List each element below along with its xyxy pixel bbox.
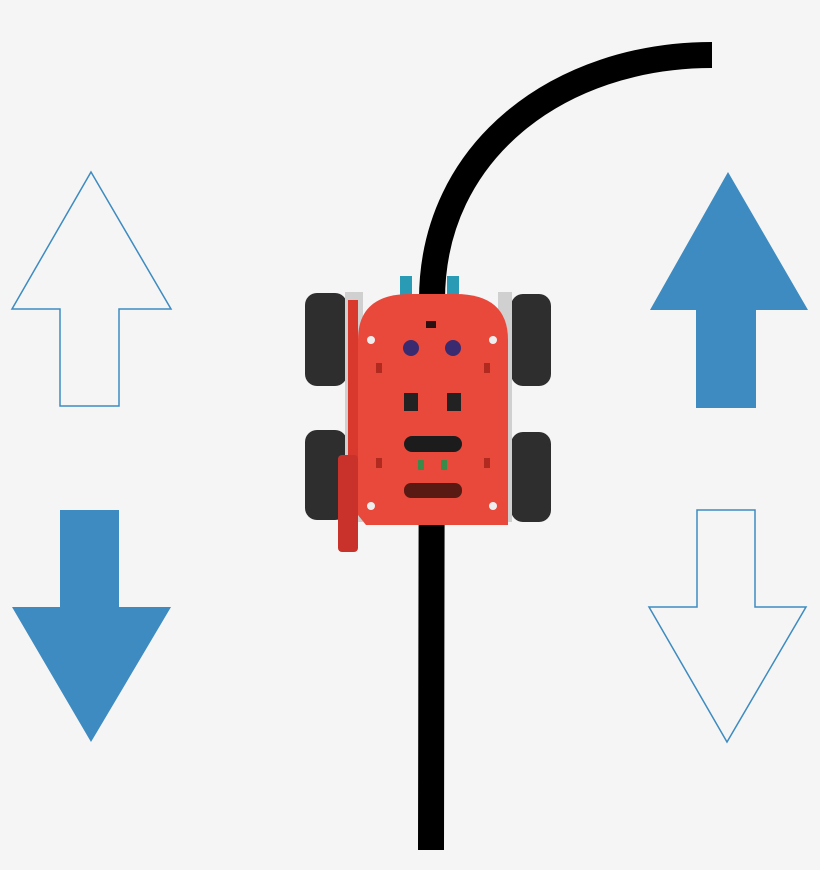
wheel-rear-left [305,430,347,520]
black-line-track [418,42,713,851]
wheel-rear-right [511,432,551,522]
sensor-left [400,276,412,298]
wheel-front-right [511,294,551,386]
chassis-plate [358,294,508,525]
down-arrow-outline-icon [647,509,808,744]
up-arrow-filled-icon [650,172,808,408]
robot-car [305,276,551,552]
sensor-right [447,276,459,298]
wheel-front-left [305,293,347,386]
up-arrow-outline-icon [10,170,173,407]
battery [338,455,358,552]
down-arrow-filled-icon [12,510,171,742]
control-board [404,436,462,452]
